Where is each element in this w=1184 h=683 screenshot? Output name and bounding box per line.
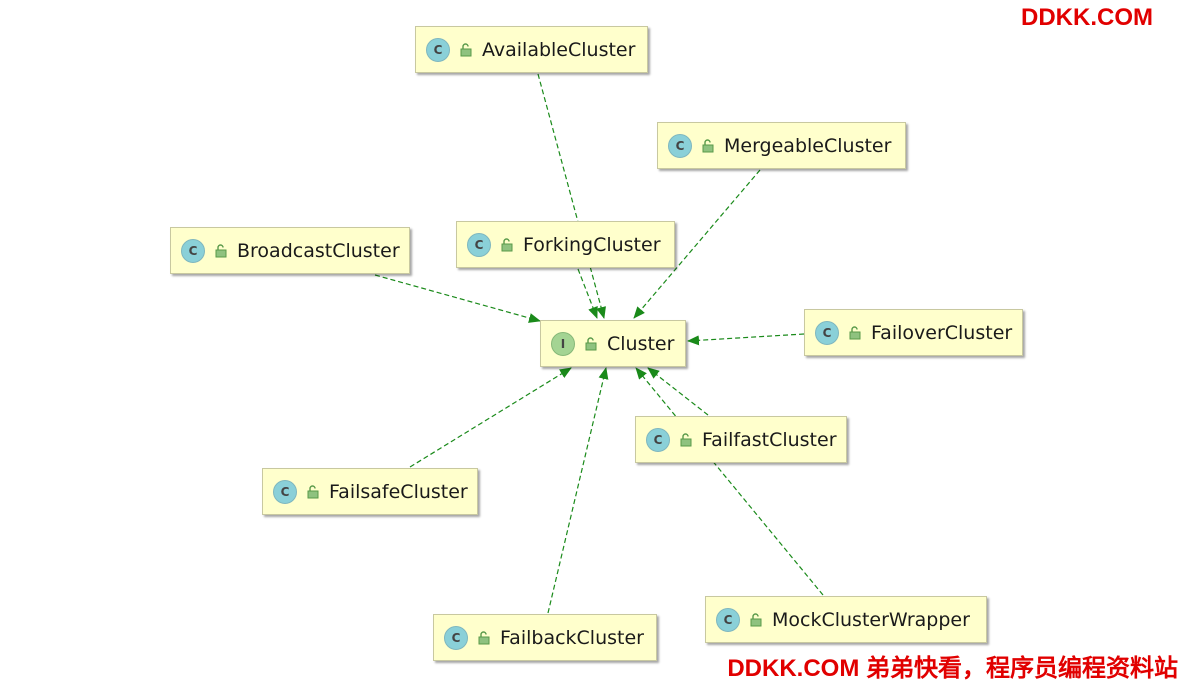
watermark-top: DDKK.COM [1021,4,1153,31]
unlocked-padlock-icon [460,42,472,56]
node-label: FailsafeCluster [329,480,468,503]
unlocked-padlock-icon [307,484,319,498]
node-label: FailbackCluster [500,626,644,649]
node-label: FailoverCluster [871,321,1013,344]
class-icon: C [646,427,670,452]
class-icon: C [181,238,205,263]
edge-failovercluster-to-cluster [687,333,805,346]
unlocked-padlock-icon [680,432,692,446]
class-icon: C [467,232,491,257]
unlocked-padlock-icon [750,612,762,626]
node-failsafecluster[interactable]: C FailsafeCluster [262,468,478,515]
node-failfastcluster[interactable]: C FailfastCluster [635,416,847,463]
unlocked-padlock-icon [849,325,861,339]
edge-failsafecluster-to-cluster [409,367,572,468]
class-icon: C [716,607,740,632]
watermark-bottom: DDKK.COM 弟弟快看，程序员编程资料站 [727,655,1178,682]
node-failovercluster[interactable]: C FailoverCluster [804,309,1023,356]
unlocked-padlock-icon [501,237,513,251]
node-availablecluster[interactable]: C AvailableCluster [415,26,648,73]
node-forkingcluster[interactable]: C ForkingCluster [456,221,675,268]
node-mergeablecluster[interactable]: C MergeableCluster [657,122,906,169]
edge-mergeablecluster-to-cluster [633,169,761,319]
unlocked-padlock-icon [215,243,227,257]
class-icon: C [444,625,468,650]
class-icon: C [426,37,450,62]
node-label: BroadcastCluster [237,239,400,262]
node-label: FailfastCluster [702,428,837,451]
node-broadcastcluster[interactable]: C BroadcastCluster [170,227,410,274]
edge-failfastcluster-to-cluster [647,367,709,416]
class-icon: C [815,320,839,345]
node-label: ForkingCluster [523,233,661,256]
edge-broadcastcluster-to-cluster [374,274,541,323]
node-mockclusterwrapper[interactable]: C MockClusterWrapper [705,596,987,643]
interface-icon: I [551,331,575,356]
unlocked-padlock-icon [702,138,714,152]
class-icon: C [273,479,297,504]
edge-failbackcluster-to-cluster [547,367,609,614]
node-label: MergeableCluster [724,134,892,157]
node-label: AvailableCluster [482,38,636,61]
node-failbackcluster[interactable]: C FailbackCluster [433,614,657,661]
class-icon: C [668,133,692,158]
node-label: MockClusterWrapper [772,608,970,631]
edge-mockclusterwrapper-to-cluster [635,367,824,596]
node-label: Cluster [607,332,675,355]
edge-forkingcluster-to-cluster [577,268,598,319]
node-cluster[interactable]: I Cluster [540,320,686,367]
unlocked-padlock-icon [478,630,490,644]
unlocked-padlock-icon [585,336,597,350]
edge-availablecluster-to-cluster [537,73,606,319]
